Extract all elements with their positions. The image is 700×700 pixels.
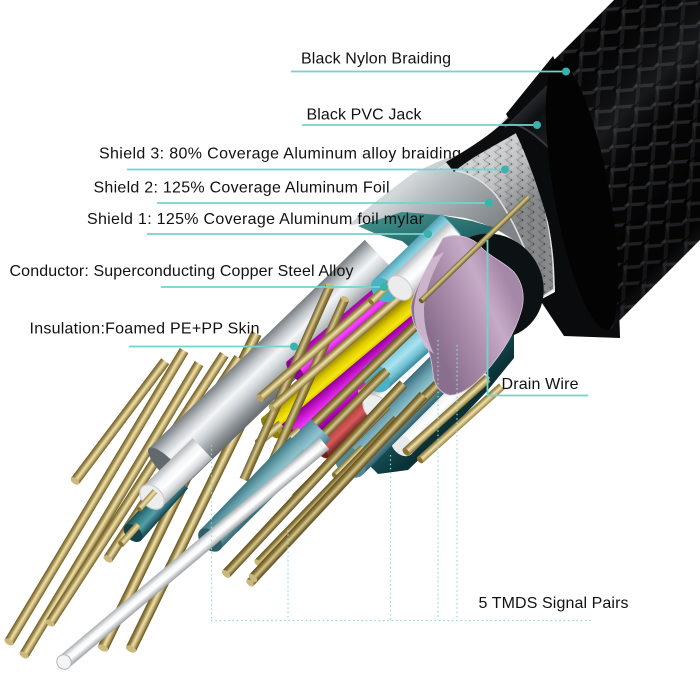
svg-text:Insulation:Foamed PE+PP Skin: Insulation:Foamed PE+PP Skin [30, 321, 260, 338]
svg-text:Shield 2: 125% Coverage Alumin: Shield 2: 125% Coverage Aluminum Foil [94, 180, 390, 197]
svg-text:Shield 3: 80% Coverage Alumin: Shield 3: 80% Coverage Aluminum alloy br… [99, 146, 461, 163]
svg-text:Drain Wire: Drain Wire [502, 376, 579, 393]
svg-text:Shield 1: 125% Coverage Alumin: Shield 1: 125% Coverage Aluminum foil my… [87, 211, 425, 228]
svg-text:Black PVC Jack: Black PVC Jack [307, 107, 423, 124]
svg-text:Conductor: Superconducting Cop: Conductor: Superconducting Copper Steel … [10, 263, 354, 280]
svg-text:Black Nylon Braiding: Black Nylon Braiding [301, 51, 451, 68]
svg-text:5 TMDS Signal Pairs: 5 TMDS Signal Pairs [479, 595, 629, 612]
